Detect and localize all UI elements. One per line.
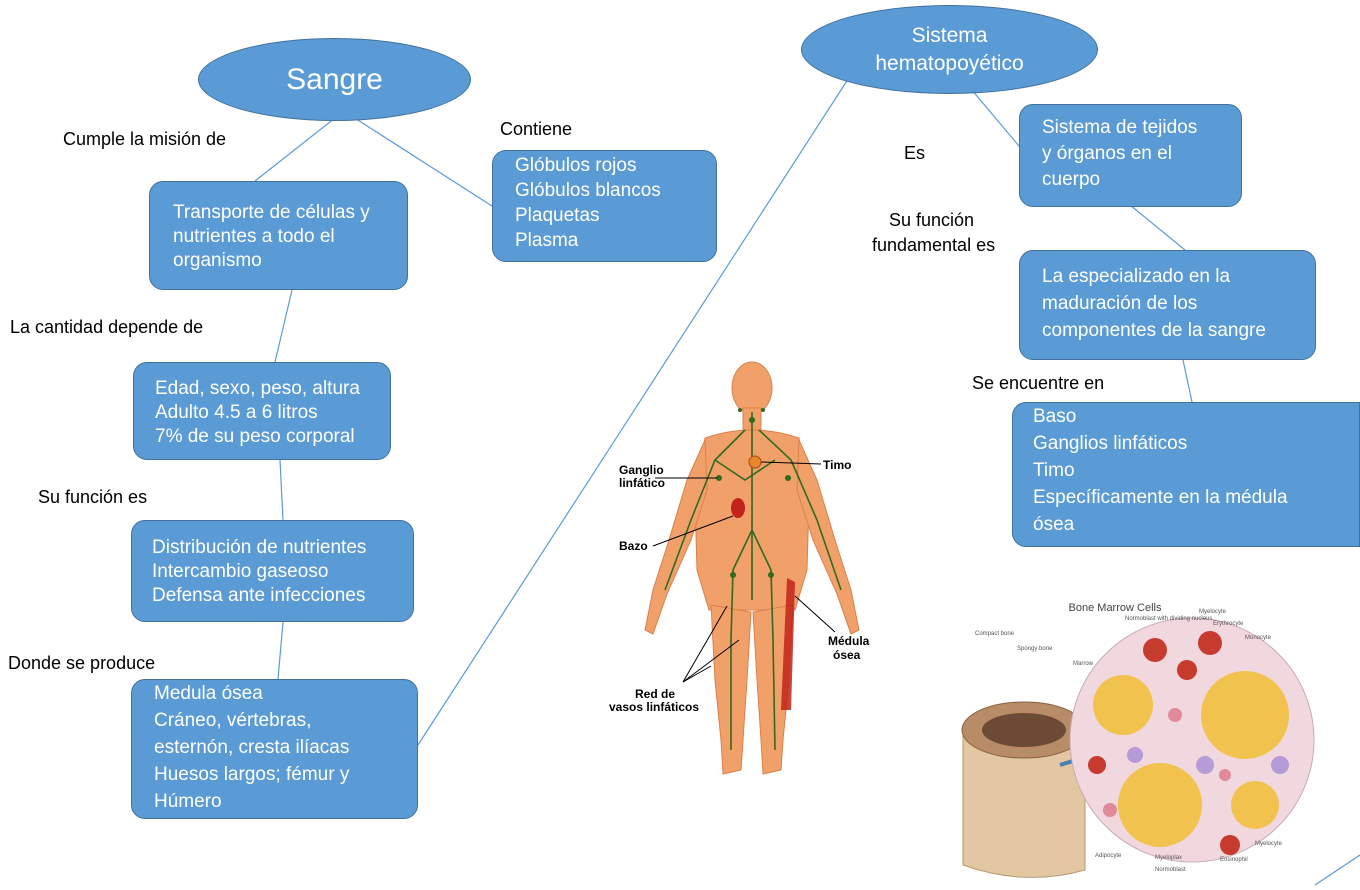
box-encuentra-line: ósea [1033,511,1359,538]
label-spongy: Spongy bone [1017,646,1053,652]
box-mision-line: nutrientes a todo el [173,225,407,249]
box-produce-line: Medula ósea [154,680,417,707]
lymphatic-body-illustration: Ganglio linfático Timo Bazo Médula ósea … [595,350,895,790]
label-ganglio-2: linfático [619,476,665,490]
label-medula-1: Médula [828,634,870,648]
box-contiene-line: Glóbulos rojos [515,153,716,178]
box-contiene-line: Plasma [515,228,716,253]
label-cantidad: La cantidad depende de [10,316,203,338]
connector-funcion-produce [278,622,283,679]
label-contiene: Contiene [500,118,572,140]
label-produce: Donde se produce [8,652,155,674]
label-mision: Cumple la misión de [63,128,226,150]
label-funcion: Su función es [38,486,147,508]
label-eosinophil: Eosinophil [1220,857,1248,863]
sangre-ellipse: Sangre [198,38,471,121]
label-su-funcion-line: fundamental es [872,233,995,258]
label-timo: Timo [823,458,851,472]
box-encuentra: Baso Ganglios linfáticos Timo Específica… [1012,402,1360,547]
box-contiene: Glóbulos rojos Glóbulos blancos Plaqueta… [492,150,717,262]
label-red-1: Red de [635,687,675,701]
box-produce-line: Húmero [154,788,417,815]
bone-marrow-title: Bone Marrow Cells [1069,602,1162,614]
box-es: Sistema de tejidos y órganos en el cuerp… [1019,104,1242,207]
box-contiene-line: Glóbulos blancos [515,178,716,203]
sistema-title-line: hematopoyético [875,50,1023,78]
bone-marrow-illustration: Bone Marrow Cells Compact bone Spongy bo… [955,595,1315,885]
box-encuentra-line: Timo [1033,457,1359,484]
label-erythrocyte: Erythrocyte [1213,621,1244,627]
box-contiene-line: Plaquetas [515,203,716,228]
connector-mision-cantidad [275,290,292,362]
box-cantidad-line: Edad, sexo, peso, altura [155,377,390,401]
box-fundamental-line: componentes de la sangre [1042,317,1315,344]
box-cantidad-line: Adulto 4.5 a 6 litros [155,401,390,425]
box-encuentra-line: Baso [1033,403,1359,430]
box-encuentra-line: Específicamente en la médula [1033,484,1359,511]
label-red-2: vasos linfáticos [609,700,699,714]
label-myelocyte-top: Myelocyte [1199,609,1227,615]
box-funcion-line: Distribución de nutrientes [152,536,413,560]
box-mision-line: Transporte de células y [173,201,407,225]
label-encuentra: Se encuentre en [972,372,1104,394]
label-myeloplax: Myeloplax [1155,855,1182,861]
label-adipocyte: Adipocyte [1095,853,1122,859]
sistema-title-line: Sistema [912,22,988,50]
label-bazo: Bazo [619,539,648,553]
box-cantidad: Edad, sexo, peso, altura Adulto 4.5 a 6 … [133,362,391,460]
box-funcion-line: Defensa ante infecciones [152,584,413,608]
box-fundamental-line: La especializado en la [1042,263,1315,290]
connector-funcion-encuentra [1183,360,1192,402]
sangre-title: Sangre [286,63,383,97]
box-produce-line: Cráneo, vértebras, [154,707,417,734]
connector-es-funcion [1130,205,1185,250]
label-ganglio-1: Ganglio [619,463,664,477]
corner-mark [1315,855,1360,885]
box-fundamental: La especializado en la maduración de los… [1019,250,1316,360]
box-cantidad-line: 7% de su peso corporal [155,425,390,449]
label-normoblast: Normoblast [1155,867,1186,873]
label-es: Es [904,142,925,164]
label-monocyte: Monocyte [1245,635,1272,641]
label-myelocyte-right: Myelocyte [1255,841,1283,847]
box-fundamental-line: maduración de los [1042,290,1315,317]
box-mision-line: organismo [173,249,407,273]
label-marrow: Marrow [1073,661,1094,667]
box-es-line: y órganos en el [1042,141,1241,167]
box-es-line: Sistema de tejidos [1042,115,1241,141]
box-funcion-line: Intercambio gaseoso [152,560,413,584]
label-su-funcion-line: Su función [872,208,995,233]
box-produce-line: esternón, cresta ilíacas [154,734,417,761]
label-su-funcion: Su función fundamental es [872,208,995,258]
box-produce-line: Huesos largos; fémur y [154,761,417,788]
spleen-marker [731,498,745,518]
connector-cantidad-funcion [280,460,283,520]
box-produce: Medula ósea Cráneo, vértebras, esternón,… [131,679,418,819]
sistema-ellipse: Sistema hematopoyético [801,5,1098,94]
box-encuentra-line: Ganglios linfáticos [1033,430,1359,457]
label-compact: Compact bone [975,631,1015,637]
connector-sangre-mision [255,118,335,181]
box-mision: Transporte de células y nutrientes a tod… [149,181,408,290]
label-normoblast-div: Normoblast with dividing nucleus [1125,616,1212,622]
box-es-line: cuerpo [1042,167,1241,193]
label-medula-2: ósea [833,648,861,662]
thymus-marker [749,456,761,468]
box-funcion: Distribución de nutrientes Intercambio g… [131,520,414,622]
